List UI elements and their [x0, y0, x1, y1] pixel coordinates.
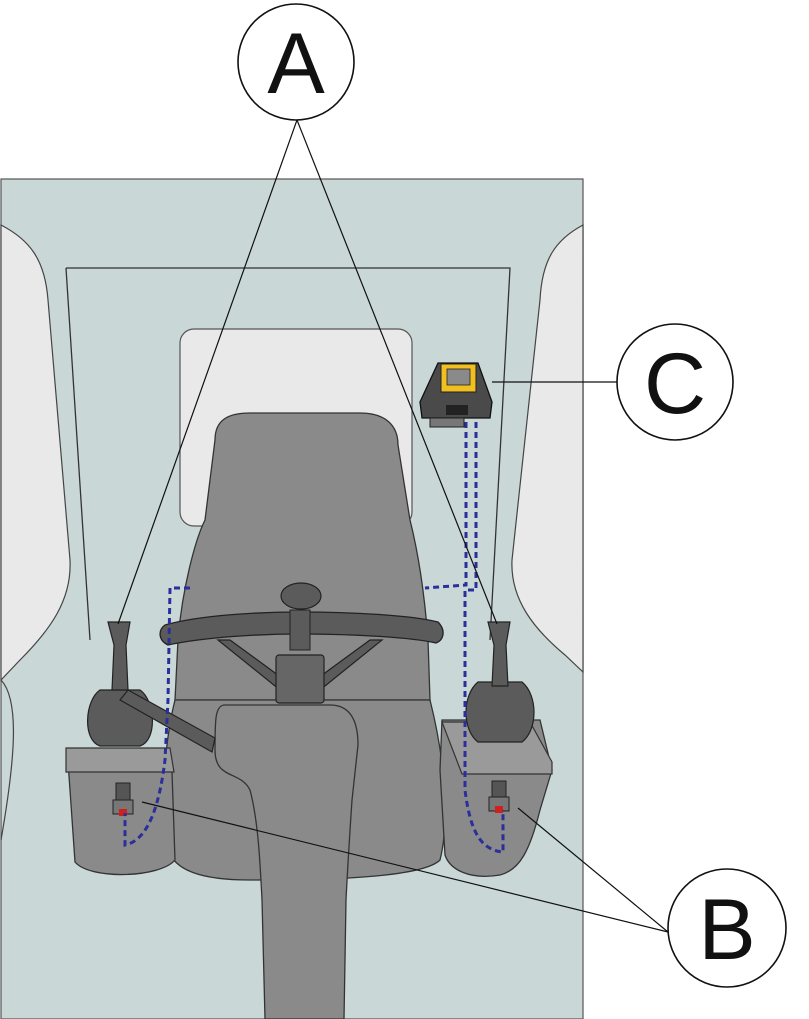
callout-b-label: B — [698, 882, 755, 978]
leader-a-right — [296, 119, 498, 625]
right-switch — [488, 780, 510, 813]
wiring-harness — [123, 422, 505, 854]
left-switch — [112, 782, 134, 816]
left-side-window — [0, 224, 71, 682]
steering-hub — [275, 654, 325, 704]
wire-left — [123, 586, 190, 847]
right-side-window — [511, 223, 584, 674]
left-armrest-top — [65, 747, 175, 773]
leader-b-right — [517, 807, 669, 933]
cab-console-outline — [65, 267, 511, 641]
callout-c: C — [616, 323, 734, 441]
steering-column — [214, 704, 359, 1019]
wire-display-branch — [424, 422, 468, 590]
left-switch-button — [119, 809, 127, 816]
callout-c-label: C — [644, 336, 706, 432]
steering-shaft — [289, 609, 311, 651]
right-switch-button — [495, 806, 503, 813]
leader-lines — [117, 119, 669, 933]
callout-a-label: A — [267, 16, 325, 112]
leader-b-left — [141, 801, 669, 933]
display-mount — [429, 417, 465, 428]
leader-a-left — [117, 119, 298, 625]
display-unit — [419, 362, 493, 428]
right-joystick-boot — [465, 681, 535, 743]
callout-b: B — [667, 868, 787, 988]
steering-knob — [280, 582, 322, 610]
callout-a: A — [237, 3, 355, 121]
wire-display-to-right — [463, 422, 505, 854]
right-joystick-grip — [487, 621, 511, 687]
cab-left-edge — [0, 679, 14, 841]
left-armrest — [67, 761, 176, 876]
